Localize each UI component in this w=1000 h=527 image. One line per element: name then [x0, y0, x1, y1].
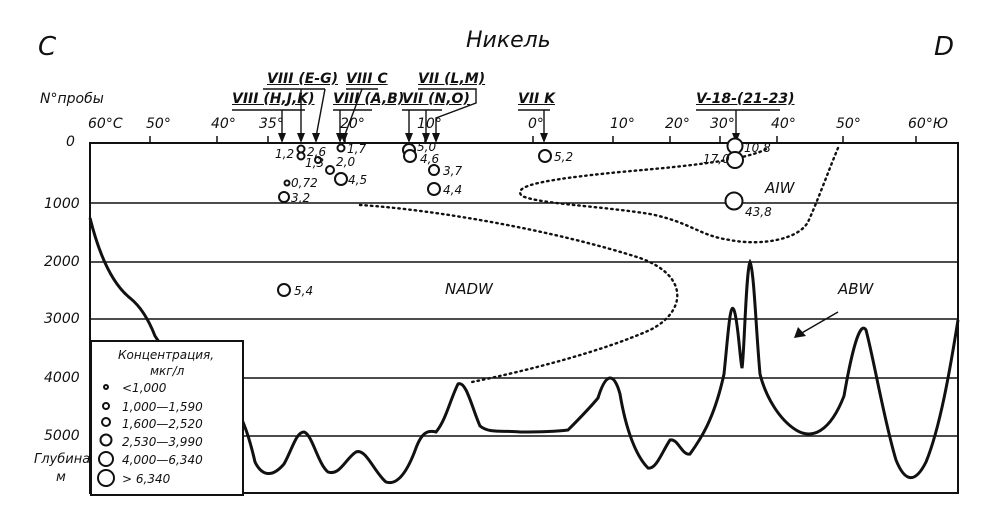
diagram-title: Никель [466, 28, 551, 53]
legend-class: <1,000 [122, 381, 167, 395]
sample-value: 43,8 [745, 205, 772, 219]
concentration-legend: Концентрация, мкг/л <1,000 1,000—1,590 1… [90, 340, 244, 496]
legend-class: 4,000—6,340 [122, 453, 203, 467]
longitude-label: 10° [610, 116, 635, 132]
sample-value: 2,6 [307, 145, 327, 159]
station-arrows [232, 88, 780, 138]
legend-class: > 6,340 [122, 472, 171, 486]
longitude-label: 20° [340, 116, 365, 132]
sample-value: 4,6 [420, 152, 440, 166]
longitude-label: 30° [710, 116, 735, 132]
water-mass-boundary [358, 203, 679, 384]
legend-class: 2,530—3,990 [122, 435, 203, 449]
sample-value: 5,4 [294, 284, 314, 298]
arrow-heads [278, 133, 740, 143]
longitude-label: 60°С [88, 116, 123, 132]
legend-title: Концентрация, [118, 348, 215, 362]
water-mass-label: NADW [445, 280, 493, 298]
depth-axis-unit: м [56, 470, 66, 485]
sample-value: 1,3 [305, 156, 325, 170]
section-end-label: D [934, 32, 955, 62]
water-mass-label: AIW [765, 179, 795, 197]
probe-number-label: N°пробы [40, 91, 104, 107]
depth-tick-label: 2000 [44, 254, 80, 270]
sample-value: 1,7 [347, 142, 367, 156]
station-label: VII (L,M) [418, 71, 486, 87]
depth-tick-label: 0 [66, 134, 75, 150]
longitude-label: 40° [771, 116, 796, 132]
depth-tick-label: 1000 [44, 196, 80, 212]
station-label: VIII (E-G) [267, 71, 338, 87]
depth-tick-label: 4000 [44, 370, 80, 386]
section-start-label: C [38, 32, 57, 62]
longitude-label: 35° [259, 116, 284, 132]
abw-flow-arrow-head [794, 327, 806, 338]
sample-value: 3,7 [443, 164, 463, 178]
station-label: V-18-(21-23) [696, 91, 795, 107]
sample-points [277, 137, 744, 297]
sample-value: 10,8 [744, 141, 771, 155]
depth-axis-title: Глубина, [34, 452, 95, 467]
longitude-label: 40° [211, 116, 236, 132]
station-label: VIII (H,J,K) [232, 91, 315, 107]
sample-value: 3,2 [291, 191, 311, 205]
longitude-label: 20° [665, 116, 690, 132]
water-mass-boundary [519, 146, 840, 244]
longitude-label: 60°Ю [908, 116, 948, 132]
station-label: VIII (A,B) [333, 91, 405, 107]
sample-value: 17,0 [703, 152, 730, 166]
sample-value: 4,4 [443, 183, 463, 197]
longitude-label: 50° [836, 116, 861, 132]
depth-tick-label: 3000 [44, 311, 80, 327]
sample-value: 5,2 [554, 150, 574, 164]
station-label: VIII C [346, 71, 388, 87]
sample-value: 4,5 [348, 173, 368, 187]
sample-value: 0,72 [291, 176, 318, 190]
legend-symbols [97, 384, 115, 487]
station-label: VII K [518, 91, 555, 107]
depth-tick-label: 5000 [44, 428, 80, 444]
sea-floor-profile [88, 217, 960, 485]
sample-value: 2,0 [336, 155, 356, 169]
station-label: VII (N,O) [402, 91, 470, 107]
longitude-label: 0° [528, 116, 544, 132]
plot-frame [89, 142, 959, 494]
legend-unit: мкг/л [150, 364, 185, 378]
legend-class: 1,000—1,590 [122, 400, 203, 414]
longitude-ticks [149, 136, 917, 143]
legend-class: 1,600—2,520 [122, 417, 203, 431]
sample-value: 1,2 [275, 147, 295, 161]
longitude-label: 50° [146, 116, 171, 132]
water-mass-label: ABW [838, 280, 874, 298]
sample-value: 5,0 [417, 140, 437, 154]
abw-flow-arrow [799, 311, 839, 335]
